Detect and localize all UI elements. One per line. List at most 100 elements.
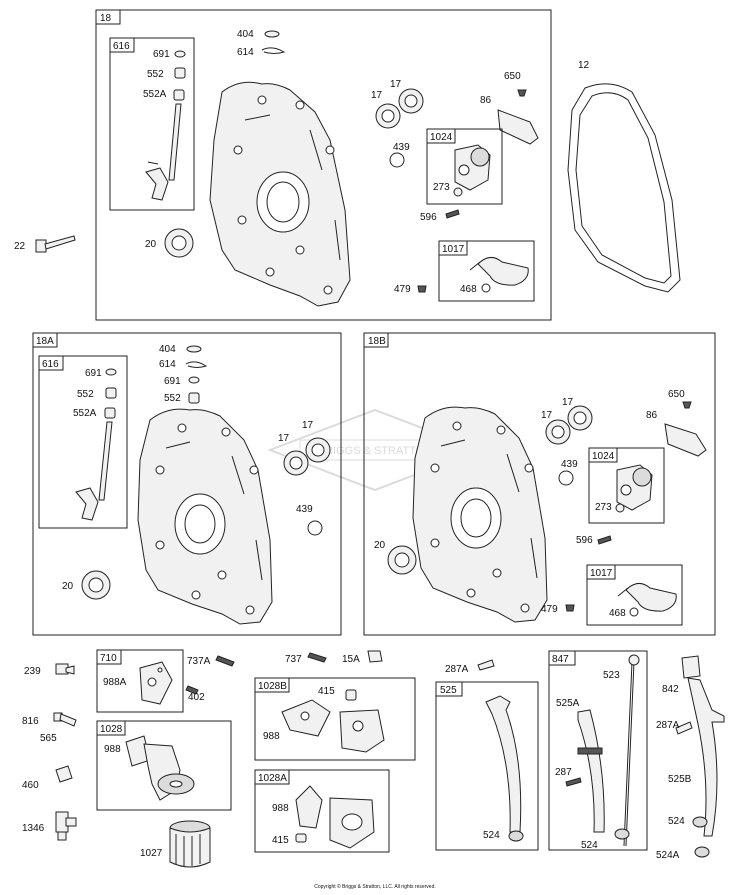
part-oil-pickup-a bbox=[477, 257, 529, 286]
part-439-seal bbox=[389, 152, 405, 168]
part-oil-pickup-b bbox=[625, 583, 677, 612]
label-614: 614 bbox=[237, 47, 254, 58]
part-439-seal bbox=[307, 520, 323, 536]
crankcase-cover-18B bbox=[412, 406, 548, 623]
label-988: 988 bbox=[104, 744, 121, 755]
part-402-screw bbox=[185, 685, 199, 695]
part-650-screw bbox=[682, 401, 692, 409]
label-22: 22 bbox=[14, 241, 26, 252]
group-1024-a-label: 1024 bbox=[430, 132, 453, 143]
part-404-washer bbox=[264, 30, 280, 38]
part-525-tube bbox=[485, 695, 522, 833]
label-524: 524 bbox=[483, 830, 500, 841]
part-596-bolt bbox=[597, 535, 612, 545]
part-oil-filter-adapter-b bbox=[339, 709, 385, 753]
group-525-label: 525 bbox=[440, 685, 457, 696]
label-273: 273 bbox=[595, 502, 612, 513]
label-17: 17 bbox=[541, 410, 553, 421]
label-415: 415 bbox=[272, 835, 289, 846]
part-1027-oil-filter bbox=[169, 820, 211, 868]
part-oil-pump-b bbox=[616, 464, 653, 511]
group-1017-b-frame bbox=[586, 564, 683, 626]
part-oil-pump-a bbox=[454, 144, 491, 191]
label-552: 552 bbox=[147, 69, 164, 80]
label-287A: 287A bbox=[656, 720, 680, 731]
label-524A: 524A bbox=[656, 850, 680, 861]
group-18B-frame bbox=[363, 332, 716, 636]
label-460: 460 bbox=[22, 780, 39, 791]
watermark-text: BRIGGS & STRATTON bbox=[318, 445, 433, 457]
label-479: 479 bbox=[394, 284, 411, 295]
part-552A-bushing bbox=[104, 407, 116, 419]
group-1017-a-frame bbox=[438, 240, 535, 302]
label-524: 524 bbox=[581, 840, 598, 851]
label-439: 439 bbox=[561, 459, 578, 470]
label-17: 17 bbox=[562, 397, 574, 408]
group-18-label: 18 bbox=[100, 13, 112, 24]
label-737: 737 bbox=[285, 654, 302, 665]
part-439-seal bbox=[558, 470, 574, 486]
label-525A: 525A bbox=[556, 698, 580, 709]
part-22-bolt bbox=[35, 235, 76, 253]
part-287-screw bbox=[565, 777, 582, 787]
label-273: 273 bbox=[433, 182, 450, 193]
label-988: 988 bbox=[272, 803, 289, 814]
group-1028-label: 1028 bbox=[100, 724, 123, 735]
label-17: 17 bbox=[390, 79, 402, 90]
part-415-plug bbox=[345, 689, 357, 701]
group-18-frame bbox=[95, 9, 552, 321]
label-737A: 737A bbox=[187, 656, 211, 667]
label-650: 650 bbox=[504, 71, 521, 82]
part-524-seal bbox=[692, 816, 708, 828]
group-1028B-frame bbox=[254, 677, 416, 761]
group-18A-label: 18A bbox=[36, 336, 54, 347]
part-691-washer bbox=[105, 368, 117, 376]
part-404-washer bbox=[186, 345, 202, 353]
part-552-bushing bbox=[174, 67, 186, 79]
label-20: 20 bbox=[374, 540, 386, 551]
label-402: 402 bbox=[188, 692, 205, 703]
label-17: 17 bbox=[302, 420, 314, 431]
label-86: 86 bbox=[480, 95, 492, 106]
label-523: 523 bbox=[603, 670, 620, 681]
crankcase-cover-18A bbox=[137, 408, 273, 625]
label-239: 239 bbox=[24, 666, 41, 677]
part-12-gasket bbox=[567, 83, 681, 293]
group-1028-frame bbox=[96, 720, 232, 811]
part-737-screw bbox=[307, 652, 327, 663]
label-691: 691 bbox=[85, 368, 102, 379]
group-525-frame bbox=[435, 681, 539, 851]
part-273-oring bbox=[615, 503, 625, 513]
label-20: 20 bbox=[62, 581, 74, 592]
label-552: 552 bbox=[164, 393, 181, 404]
label-439: 439 bbox=[393, 142, 410, 153]
part-287A-fitting bbox=[675, 721, 693, 735]
label-468: 468 bbox=[460, 284, 477, 295]
label-468: 468 bbox=[609, 608, 626, 619]
part-460-plug bbox=[55, 765, 73, 783]
label-988: 988 bbox=[263, 731, 280, 742]
part-15A-cap bbox=[367, 650, 383, 663]
label-404: 404 bbox=[237, 29, 254, 40]
label-524: 524 bbox=[668, 816, 685, 827]
part-86-plate bbox=[497, 109, 539, 145]
part-552-bushing bbox=[105, 387, 117, 399]
part-86-plate bbox=[664, 423, 707, 457]
group-616-a-label: 616 bbox=[113, 41, 130, 52]
part-governor-arm bbox=[145, 167, 169, 201]
part-1346-valve bbox=[55, 811, 77, 841]
label-439: 439 bbox=[296, 504, 313, 515]
part-525A-tube bbox=[577, 709, 605, 833]
label-1346: 1346 bbox=[22, 823, 45, 834]
copyright-notice: Copyright © Briggs & Stratton, LLC. All … bbox=[314, 884, 436, 890]
part-governor-arm bbox=[75, 487, 99, 521]
label-816: 816 bbox=[22, 716, 39, 727]
part-988-gasket bbox=[295, 785, 323, 829]
part-oil-filter-adapter bbox=[143, 743, 195, 801]
label-614: 614 bbox=[159, 359, 176, 370]
label-20: 20 bbox=[145, 239, 157, 250]
part-596-bolt bbox=[445, 209, 460, 219]
group-18A-frame bbox=[32, 332, 342, 636]
crankcase-cover-18 bbox=[209, 81, 351, 307]
